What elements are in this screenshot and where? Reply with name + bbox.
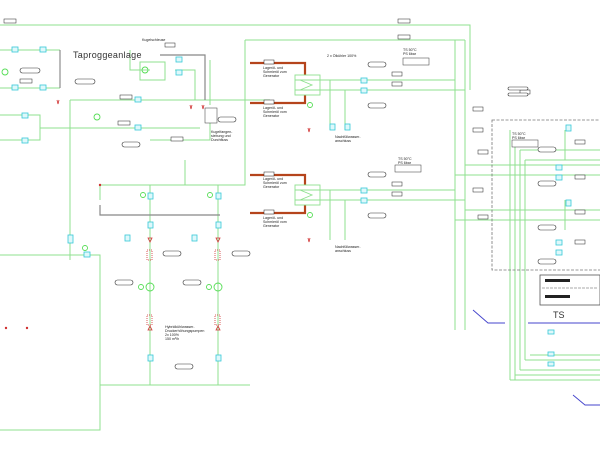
label-nachfuell-2: Nachfüllwasser- anschluss [335,245,361,254]
label-temp-3: TS 50°C PS 6bar [512,132,526,141]
heat-exchangers [294,74,321,206]
label-oil-2: Lageröl- und Schmieröl vom Generator [263,106,287,119]
pump-2 [213,282,223,292]
instruments [11,46,572,367]
label-oil-1: Lageröl- und Schmieröl zum Generator [263,66,287,79]
label-oelkuehler: 2 x Ölkühler 100% [327,54,357,58]
label-temp-2: TS 50°C PS 6bar [398,157,412,166]
ts-enclosure [491,119,600,271]
label-kugelfangen: Kugelfangen- siebung und Durchfluss [211,130,233,143]
label-kugelschleuse: Kugelschleuse [142,38,166,42]
blue-lines [472,309,600,406]
label-temp-1: TS 50°C PS 6bar [403,48,417,57]
ts-bar-1 [545,279,570,282]
tag-boxes [3,18,586,245]
cooling-water-pipes [0,24,600,431]
pump-1 [145,282,155,292]
label-oil-4: Lageröl- und Schmieröl vom Generator [263,216,287,229]
label-oil-3: Lageröl- und Schmieröl zum Generator [263,177,287,190]
info-boxes [204,57,539,173]
label-pumpen: Hybridkühlwasser- Druckerhöhungspumpen 2… [165,325,205,342]
red-valves [4,99,311,331]
pipe-left-return [100,40,246,186]
pumps [1,66,313,292]
ts-bar-2 [545,295,570,298]
label-nachfuell-1: Nachfüllwasser- anschluss [335,135,361,144]
ts-panel [539,274,600,306]
oil-cooler-1 [294,74,321,96]
label-taproggeanlage: Taproggeanlage [73,50,142,60]
pipe-top-header [0,24,471,90]
oil-cooler-2 [294,184,321,206]
gray-pipes [99,54,220,216]
controllers [19,61,557,370]
label-ts: TS [553,310,565,320]
